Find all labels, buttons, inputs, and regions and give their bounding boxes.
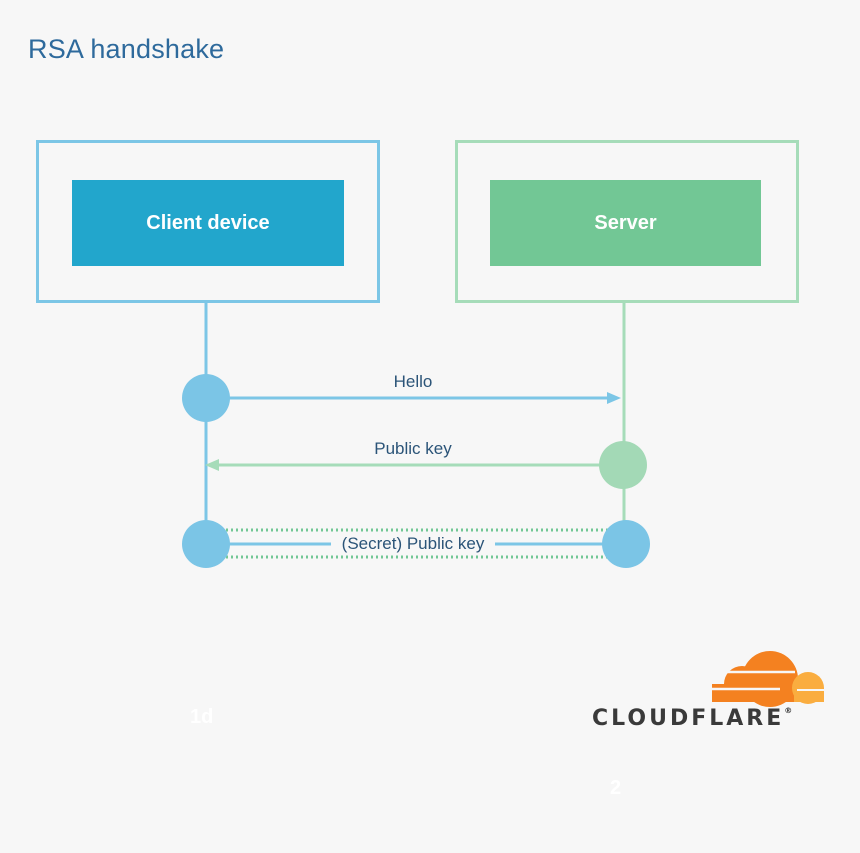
page-title: RSA handshake <box>28 34 225 64</box>
faint-label-right: 2 <box>610 777 622 799</box>
hello-arrow-head <box>607 392 621 404</box>
server-box <box>490 180 761 266</box>
client-node-hello <box>182 374 230 422</box>
client-device-label: Client device <box>146 211 270 234</box>
cloudflare-name: CLOUDFLARE <box>592 706 785 731</box>
client-box <box>72 180 344 266</box>
cloudflare-wordmark: CLOUDFLARE® <box>592 706 792 731</box>
server-label: Server <box>594 211 657 234</box>
hello-label: Hello <box>393 372 433 391</box>
client-frame <box>36 140 380 303</box>
public-key-arrow-head <box>205 459 219 471</box>
registered-mark: ® <box>784 706 793 715</box>
server-frame <box>455 140 799 303</box>
client-node-secret <box>182 520 230 568</box>
faint-label-left: 1d <box>190 706 214 728</box>
cloudflare-cloud-icon <box>708 651 824 707</box>
server-node-public-key <box>599 441 647 489</box>
public-key-label: Public key <box>374 439 452 458</box>
server-node-secret <box>602 520 650 568</box>
secret-public-key-label: (Secret) Public key <box>331 534 495 554</box>
